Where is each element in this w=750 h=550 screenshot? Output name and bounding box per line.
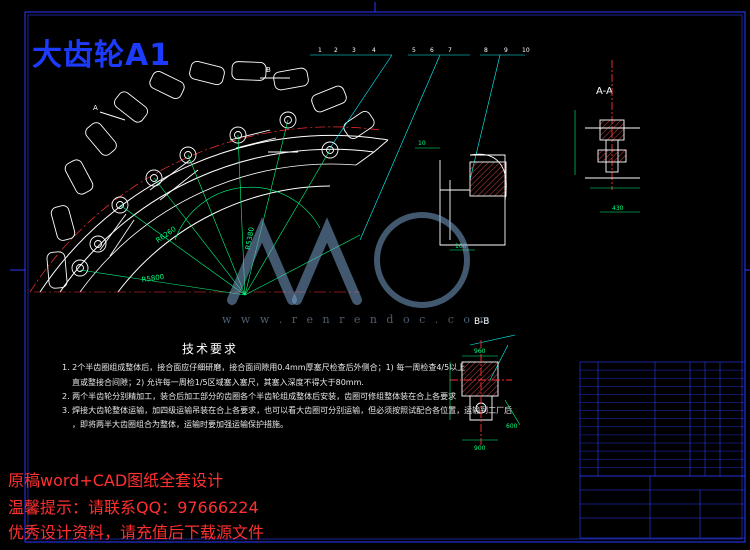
detail-view-middle xyxy=(439,153,507,246)
leader-number: 2 xyxy=(334,47,338,54)
section-aa-label: A-A xyxy=(596,86,613,97)
tech-line-5: ，即将两半大齿圈组合为整体，运输时要加强运输保护措施。 xyxy=(72,420,288,429)
tech-line-4: 3. 焊接大齿轮整体运输，加四级运输吊装在合上各要求，也可以看大齿圈可分别运输，… xyxy=(62,406,513,415)
section-bb-view xyxy=(450,340,512,445)
leader-number: 10 xyxy=(522,47,530,54)
dim-960: 960 xyxy=(474,348,486,355)
view-marker-a: A xyxy=(93,104,98,112)
dim-10: 10 xyxy=(418,140,426,147)
radius-label-1: R5800 xyxy=(141,273,165,284)
radius-label-2: R6260 xyxy=(155,225,178,245)
radius-label-3: R5380 xyxy=(244,227,256,251)
tech-requirements-title: 技术要求 xyxy=(182,342,239,356)
detail-dims xyxy=(415,147,475,251)
watermark-url: w w w . r e n r e n d o c . c o m xyxy=(222,313,493,326)
leader-number: 6 xyxy=(430,47,434,54)
leader-number: 8 xyxy=(484,47,488,54)
view-marker-b: B xyxy=(266,66,271,74)
bolt-holes xyxy=(71,111,339,277)
dim-600: 600 xyxy=(506,423,518,430)
promo-line-3: 优秀设计资料，请充值后下载源文件 xyxy=(8,523,265,542)
section-bb-dims xyxy=(449,355,521,441)
promo-line-1: 原稿word+CAD图纸全套设计 xyxy=(8,471,224,490)
drawing-title: 大齿轮A1 xyxy=(32,38,172,73)
section-markers: A B xyxy=(93,66,298,153)
leader-number: 9 xyxy=(504,47,508,54)
parts-list xyxy=(579,361,746,477)
section-aa-view xyxy=(585,60,640,190)
title-block xyxy=(579,475,746,539)
spoke-arms xyxy=(99,129,277,257)
tech-line-3: 2. 两个半齿轮分别精加工，装合后加工部分的齿圈各个半齿轮组成整体后安装，齿圈可… xyxy=(62,392,457,401)
parts-list-rows xyxy=(580,369,745,468)
leader-number: 4 xyxy=(372,47,376,54)
leader-number: 7 xyxy=(448,47,452,54)
tech-line-1: 1. 2个半齿圈组成整体后，接合面应仔细研磨，接合面间隙用0.4mm厚塞尺检查后… xyxy=(62,363,466,372)
leader-numbers: 1 2 3 4 5 6 7 8 9 10 xyxy=(318,47,530,54)
drawing-frame xyxy=(24,11,746,543)
dim-430: 430 xyxy=(612,205,624,212)
promo-line-2: 温馨提示：请联系QQ：97666224 xyxy=(8,498,259,517)
gear-slots xyxy=(46,60,375,289)
dim-100: 100 xyxy=(455,243,467,250)
leader-number: 3 xyxy=(352,47,356,54)
section-bb-label: B-B xyxy=(474,317,489,327)
tech-line-2: 直或整接合间隙；2) 允许每一周检1/5区域塞入塞尺，其塞入深度不得大于80mm… xyxy=(72,378,364,387)
section-aa-dims xyxy=(574,110,640,213)
leader-number: 1 xyxy=(318,47,322,54)
leader-number: 5 xyxy=(412,47,416,54)
radial-dim-labels: R5800 R6260 R5380 xyxy=(141,225,256,284)
dim-900: 900 xyxy=(474,445,486,452)
inner-frame xyxy=(27,14,743,540)
